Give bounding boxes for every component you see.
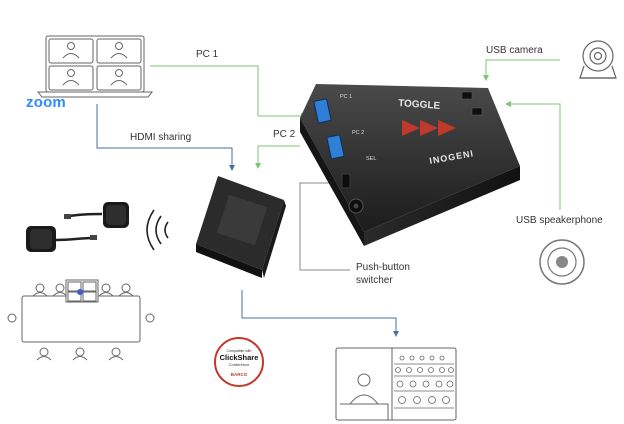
arrow-icon — [420, 120, 438, 136]
clickshare-base — [196, 176, 286, 278]
usb-port-pc1 — [313, 98, 332, 124]
device-model: TOGGLE — [398, 98, 441, 112]
usb-speakerphone-line — [505, 101, 561, 210]
port-label-sel: SEL — [366, 156, 376, 162]
zoom-logo: zoom — [26, 94, 66, 111]
usb-camera-line — [483, 59, 560, 81]
label-pc1: PC 1 — [196, 49, 219, 60]
label-usb-camera: USB camera — [486, 45, 543, 56]
clickshare-button-1 — [64, 202, 129, 228]
port-label-pc2: PC 2 — [352, 130, 364, 136]
label-hdmi-sharing: HDMI sharing — [130, 132, 192, 143]
toggle-device: TOGGLE INOGENI PC 1 PC 2 SEL — [300, 84, 520, 246]
push-button-line — [299, 182, 350, 271]
display-line — [241, 290, 399, 337]
usb-camera-icon — [579, 40, 617, 79]
label-push-button-1: Push-button — [356, 262, 410, 273]
pc2-line — [255, 145, 300, 169]
laptop-zoom-icon — [36, 35, 154, 98]
display-audience-icon — [335, 347, 457, 421]
usb-speakerphone-icon — [539, 239, 585, 285]
conference-table-icon — [7, 279, 155, 361]
badge-line2: ClickShare — [220, 353, 259, 362]
label-push-button-2: switcher — [356, 275, 393, 286]
badge-line1: Compatible with — [227, 349, 252, 353]
hdmi-sharing-line — [96, 104, 235, 171]
arrow-icon — [402, 120, 420, 136]
port-label-pc1: PC 1 — [340, 94, 352, 100]
label-usb-speakerphone: USB speakerphone — [516, 215, 603, 226]
badge-line3: Conference — [229, 362, 250, 367]
wireless-icon — [146, 209, 169, 251]
clickshare-button-2 — [26, 226, 97, 252]
badge-line4: BARCO — [231, 372, 248, 377]
arrow-icon — [438, 120, 456, 136]
clickshare-badge: Compatible with ClickShare Conference BA… — [214, 337, 264, 387]
usb-port-pc2 — [326, 134, 345, 160]
pc1-line — [150, 65, 307, 119]
label-pc2: PC 2 — [273, 129, 296, 140]
connector-lines — [96, 59, 561, 337]
